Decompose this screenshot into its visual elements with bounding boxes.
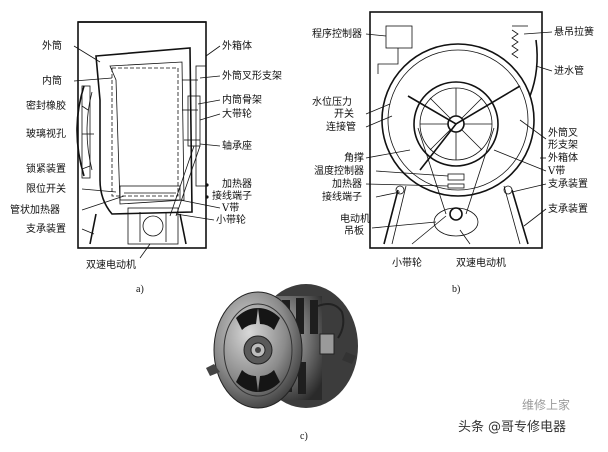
label-v-belt-b: V带 — [547, 165, 565, 177]
label-outer-drum: 外筒 — [42, 39, 62, 52]
label-suspension-spring: 悬吊拉簧 — [554, 25, 594, 38]
label-bearing-seat: 轴承座 — [222, 139, 252, 152]
watermark-prefix: 头条 — [458, 419, 484, 435]
label-program-controller: 程序控制器 — [312, 27, 362, 40]
label-large-pulley: 大带轮 — [222, 107, 252, 120]
fork-bracket-b — [407, 85, 521, 125]
label-inlet-pipe: 进水管 — [554, 64, 584, 77]
label-connecting-pipe: 连接管 — [326, 120, 356, 133]
label-small-pulley-b: 小带轮 — [392, 256, 422, 269]
label-motor-hanger-1: 电动机 — [340, 212, 370, 225]
inlet-pipe — [529, 39, 538, 97]
watermark-handle: @哥专修电器 — [488, 420, 566, 435]
label-motor-hanger-2: 吊板 — [344, 224, 364, 237]
cabinet-b — [369, 11, 543, 249]
label-limit-switch: 限位开关 — [26, 182, 66, 195]
v-belt-a — [169, 145, 195, 217]
pulley-spokes — [420, 88, 492, 160]
watermark-faint-text: 维修上家 — [522, 397, 570, 412]
label-seal-rubber: 密封橡胶 — [26, 99, 66, 112]
large-pulley-b — [413, 81, 499, 167]
label-motor-b: 双速电动机 — [456, 256, 506, 269]
v-belt-b — [417, 127, 447, 215]
label-support-b-1: 支承装置 — [548, 177, 588, 190]
diagram-a: 外筒 内筒 密封橡胶 玻璃视孔 锁紧装置 限位开关 管状加热器 支承装置 外箱体… — [10, 21, 282, 295]
label-support-b-2: 支承装置 — [548, 202, 588, 215]
label-cabinet-b: 外箱体 — [548, 151, 578, 164]
door-glass — [76, 85, 85, 177]
outer-drum — [95, 47, 193, 215]
label-v-belt-a: V带 — [221, 202, 239, 214]
motor-a — [127, 207, 179, 245]
label-fork-bracket-b-2: 形支架 — [548, 139, 578, 151]
label-heater-b: 加热器 — [332, 177, 362, 190]
label-cabinet-a: 外箱体 — [222, 39, 252, 52]
label-fork-bracket-b-1: 外筒叉 — [548, 126, 578, 139]
caption-b: b) — [452, 284, 460, 295]
label-water-level-switch-1: 水位压力 — [312, 95, 352, 108]
label-lock-device: 锁紧装置 — [26, 162, 66, 175]
small-pulley-b — [449, 207, 463, 221]
caption-a: a) — [136, 284, 144, 295]
caption-c: c) — [300, 431, 308, 442]
diagram-c-motor-photo: c) — [206, 284, 358, 442]
label-terminal-b: 接线端子 — [322, 190, 362, 203]
diagram-b: 程序控制器 水位压力 开关 连接管 角撑 温度控制器 加热器 接线端子 电动机 … — [312, 11, 594, 295]
label-inner-frame: 内筒骨架 — [222, 93, 262, 106]
watermark: 维修上家 头条 @哥专修电器 — [458, 397, 570, 435]
tube-heater — [119, 185, 181, 201]
label-small-pulley-a: 小带轮 — [216, 213, 246, 226]
label-fork-bracket-a: 外筒叉形支架 — [222, 69, 282, 82]
label-support-a: 支承装置 — [26, 222, 66, 235]
large-pulley — [187, 95, 201, 147]
label-motor-a: 双速电动机 — [86, 258, 136, 271]
label-terminal-a: 接线端子 — [212, 189, 252, 202]
label-temp-controller: 温度控制器 — [314, 164, 364, 177]
label-inner-drum: 内筒 — [42, 74, 62, 87]
label-heater-a: 加热器 — [222, 177, 252, 190]
label-glass-window: 玻璃视孔 — [26, 127, 66, 140]
inner-drum — [109, 61, 185, 205]
program-controller-shape — [385, 25, 413, 49]
label-water-level-switch-2: 开关 — [334, 107, 354, 120]
label-angle-brace: 角撑 — [344, 151, 364, 164]
suspension-spring — [511, 29, 519, 59]
label-tube-heater: 管状加热器 — [10, 203, 60, 216]
motor-b — [433, 207, 479, 237]
